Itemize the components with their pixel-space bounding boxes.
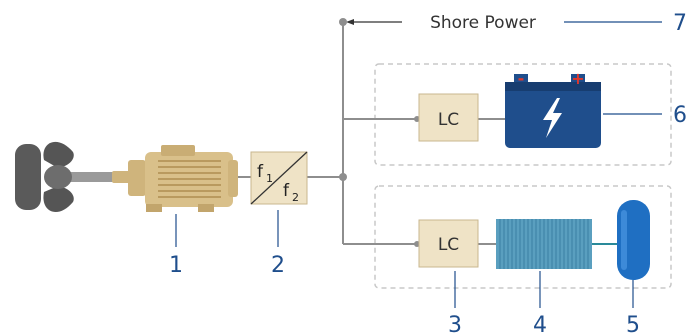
callout-lines xyxy=(175,21,662,308)
storage-unit xyxy=(496,219,592,269)
callout-6: 6 xyxy=(673,103,687,128)
propeller xyxy=(15,141,132,213)
battery-group-box xyxy=(374,63,672,166)
charger-bottom: LC xyxy=(418,219,479,268)
converter-f1-sub: 1 xyxy=(266,172,273,185)
callout-5: 5 xyxy=(626,313,640,335)
lightning-icon xyxy=(543,98,562,138)
battery: - + xyxy=(505,69,601,148)
storage-tank xyxy=(617,200,650,280)
charger-bottom-label: LC xyxy=(438,235,459,255)
callout-7: 7 xyxy=(673,11,687,36)
converter-f1: f xyxy=(257,162,264,182)
battery-minus: - xyxy=(518,69,525,88)
shore-power-label: Shore Power xyxy=(430,13,536,33)
charger-top-label: LC xyxy=(438,110,459,130)
wiring xyxy=(238,22,617,245)
shore-power-arrowhead xyxy=(346,19,354,25)
callout-3: 3 xyxy=(448,313,462,335)
converter-f2: f xyxy=(283,181,290,201)
callout-4: 4 xyxy=(533,313,547,335)
callout-2: 2 xyxy=(271,253,285,278)
junction-dot xyxy=(339,18,347,26)
converter-f2-sub: 2 xyxy=(292,191,299,204)
charger-top: LC xyxy=(418,93,479,142)
callout-numbers: 1 2 3 4 5 6 7 xyxy=(169,11,687,335)
frequency-converter: f 1 f 2 xyxy=(250,151,308,205)
junction-dot xyxy=(339,173,347,181)
storage-group-box xyxy=(374,185,672,289)
battery-plus: + xyxy=(571,69,584,88)
electric-motor xyxy=(112,145,238,212)
callout-1: 1 xyxy=(169,253,183,278)
